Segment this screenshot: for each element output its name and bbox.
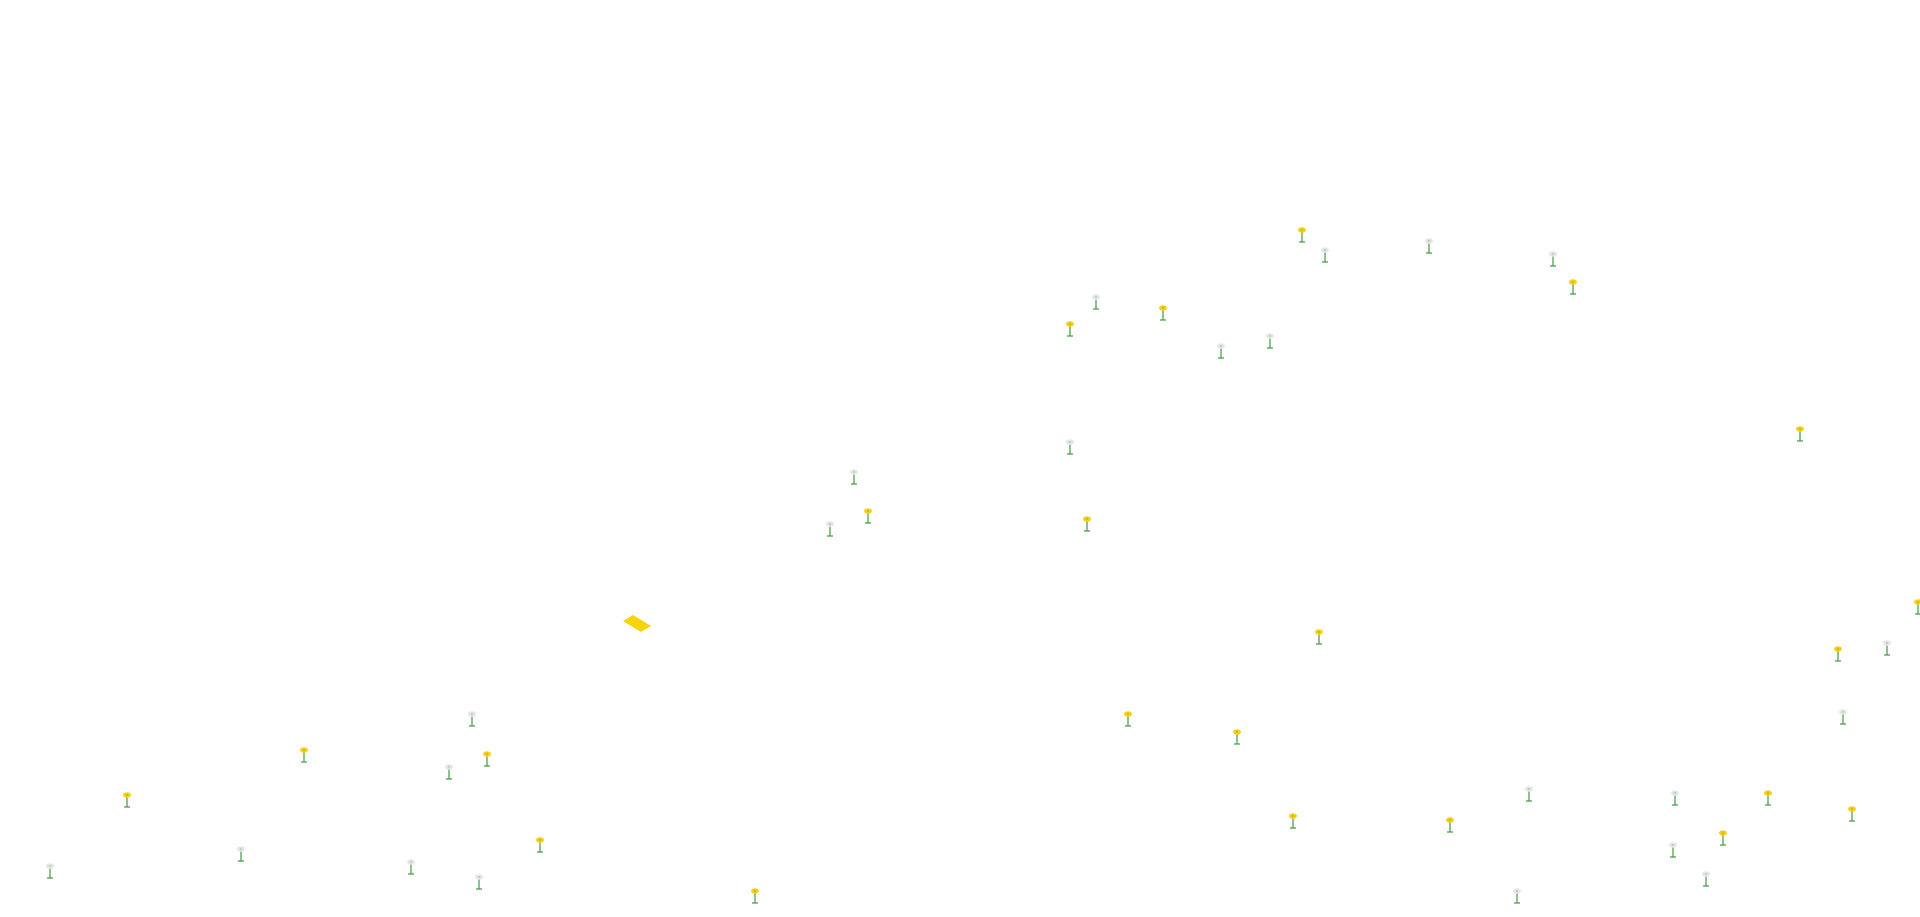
- white-flower[interactable]: [445, 764, 453, 780]
- flower-center: [1448, 818, 1452, 822]
- flower-center: [1916, 600, 1920, 604]
- flower-center: [753, 889, 757, 893]
- flower-center: [1515, 889, 1519, 893]
- flower-center: [1317, 630, 1321, 634]
- flower-center: [48, 864, 52, 868]
- white-flower[interactable]: [1092, 294, 1100, 310]
- flower-center: [1766, 791, 1770, 795]
- white-flower[interactable]: [1671, 790, 1679, 806]
- flower-center: [1068, 322, 1072, 326]
- white-flower[interactable]: [46, 863, 54, 879]
- white-flower[interactable]: [826, 521, 834, 537]
- flower-center: [866, 509, 870, 513]
- white-flower[interactable]: [1425, 238, 1433, 254]
- white-flower[interactable]: [1217, 343, 1225, 359]
- yellow-flower[interactable]: [123, 792, 131, 808]
- white-flower[interactable]: [1525, 786, 1533, 802]
- flower-center: [1235, 730, 1239, 734]
- flower-center: [1427, 239, 1431, 243]
- flower-center: [1836, 647, 1840, 651]
- white-flower[interactable]: [1066, 439, 1074, 455]
- flower-center: [1571, 280, 1575, 284]
- white-flower[interactable]: [468, 711, 476, 727]
- white-flower[interactable]: [407, 859, 415, 875]
- flower-center: [125, 793, 129, 797]
- flower-center: [1673, 791, 1677, 795]
- yellow-flower[interactable]: [300, 747, 308, 763]
- yellow-flower[interactable]: [1764, 790, 1772, 806]
- flower-center: [409, 860, 413, 864]
- flower-center: [485, 752, 489, 756]
- flower-center: [1721, 831, 1725, 835]
- white-flower[interactable]: [1549, 251, 1557, 267]
- flower-center: [302, 748, 306, 752]
- yellow-flower[interactable]: [536, 837, 544, 853]
- flower-center: [1219, 344, 1223, 348]
- flower-center: [1704, 872, 1708, 876]
- yellow-flower[interactable]: [1446, 817, 1454, 833]
- flower-center: [1094, 295, 1098, 299]
- flower-center: [477, 875, 481, 879]
- flower-center: [1850, 807, 1854, 811]
- flower-center: [1085, 517, 1089, 521]
- white-flower[interactable]: [1883, 640, 1891, 656]
- flower-center: [1885, 641, 1889, 645]
- white-flower[interactable]: [475, 874, 483, 890]
- flower-center: [1841, 710, 1845, 714]
- yellow-flower[interactable]: [1066, 321, 1074, 337]
- flower-center: [470, 712, 474, 716]
- flower-center: [538, 838, 542, 842]
- yellow-flower[interactable]: [1914, 599, 1920, 615]
- yellow-slab-object[interactable]: [623, 615, 651, 632]
- yellow-flower[interactable]: [1298, 227, 1306, 243]
- flower-center: [1527, 787, 1531, 791]
- yellow-flower[interactable]: [751, 888, 759, 904]
- flower-center: [239, 847, 243, 851]
- flower-center: [1551, 252, 1555, 256]
- flower-center: [1798, 427, 1802, 431]
- yellow-flower[interactable]: [1315, 629, 1323, 645]
- yellow-flower[interactable]: [1124, 711, 1132, 727]
- yellow-flower[interactable]: [1719, 830, 1727, 846]
- white-flower[interactable]: [1321, 247, 1329, 263]
- flower-center: [1323, 248, 1327, 252]
- white-flower[interactable]: [237, 846, 245, 862]
- white-flower[interactable]: [1669, 842, 1677, 858]
- flower-center: [1126, 712, 1130, 716]
- yellow-flower[interactable]: [483, 751, 491, 767]
- flower-center: [1268, 334, 1272, 338]
- flower-center: [1300, 228, 1304, 232]
- white-flower[interactable]: [850, 469, 858, 485]
- flower-center: [828, 522, 832, 526]
- yellow-flower[interactable]: [1289, 813, 1297, 829]
- yellow-flower[interactable]: [1796, 426, 1804, 442]
- flower-center: [852, 470, 856, 474]
- white-flower[interactable]: [1702, 871, 1710, 887]
- yellow-flower[interactable]: [1159, 305, 1167, 321]
- yellow-flower[interactable]: [1834, 646, 1842, 662]
- white-flower[interactable]: [1513, 888, 1521, 904]
- flower-center: [1161, 306, 1165, 310]
- yellow-flower[interactable]: [1848, 806, 1856, 822]
- white-flower[interactable]: [1266, 333, 1274, 349]
- flower-center: [1068, 440, 1072, 444]
- flower-center: [447, 765, 451, 769]
- yellow-flower[interactable]: [864, 508, 872, 524]
- yellow-flower[interactable]: [1569, 279, 1577, 295]
- flower-center: [1671, 843, 1675, 847]
- yellow-flower[interactable]: [1233, 729, 1241, 745]
- yellow-flower[interactable]: [1083, 516, 1091, 532]
- flower-center: [1291, 814, 1295, 818]
- white-flower[interactable]: [1839, 709, 1847, 725]
